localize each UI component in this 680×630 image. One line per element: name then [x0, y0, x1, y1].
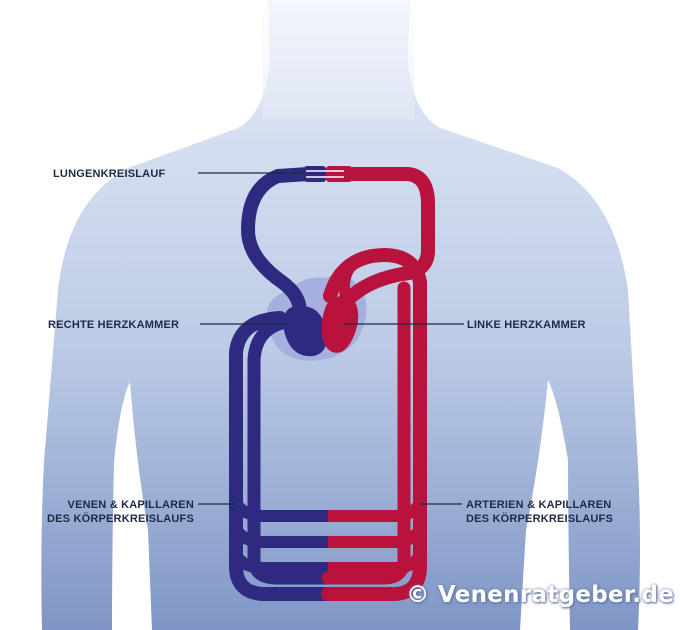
label-veins-line-2: DES KÖRPERKREISLAUFS — [47, 512, 194, 526]
label-right-ventricle: RECHTE HERZKAMMER — [48, 318, 179, 332]
label-veins-capillaries: VENEN & KAPILLAREN DES KÖRPERKREISLAUFS — [47, 498, 194, 526]
label-arteries-line-1: ARTERIEN & KAPILLAREN — [466, 498, 613, 512]
copyright-watermark: © Venenratgeber.de — [406, 582, 674, 608]
label-left-ventricle: LINKE HERZKAMMER — [467, 318, 586, 332]
label-arteries-line-2: DES KÖRPERKREISLAUFS — [466, 512, 613, 526]
neck-fade — [262, 0, 414, 120]
label-veins-line-1: VENEN & KAPILLAREN — [47, 498, 194, 512]
label-arteries-capillaries: ARTERIEN & KAPILLAREN DES KÖRPERKREISLAU… — [466, 498, 613, 526]
label-pulmonary-circulation: LUNGENKREISLAUF — [53, 167, 165, 181]
lung-capillaries — [304, 166, 352, 182]
